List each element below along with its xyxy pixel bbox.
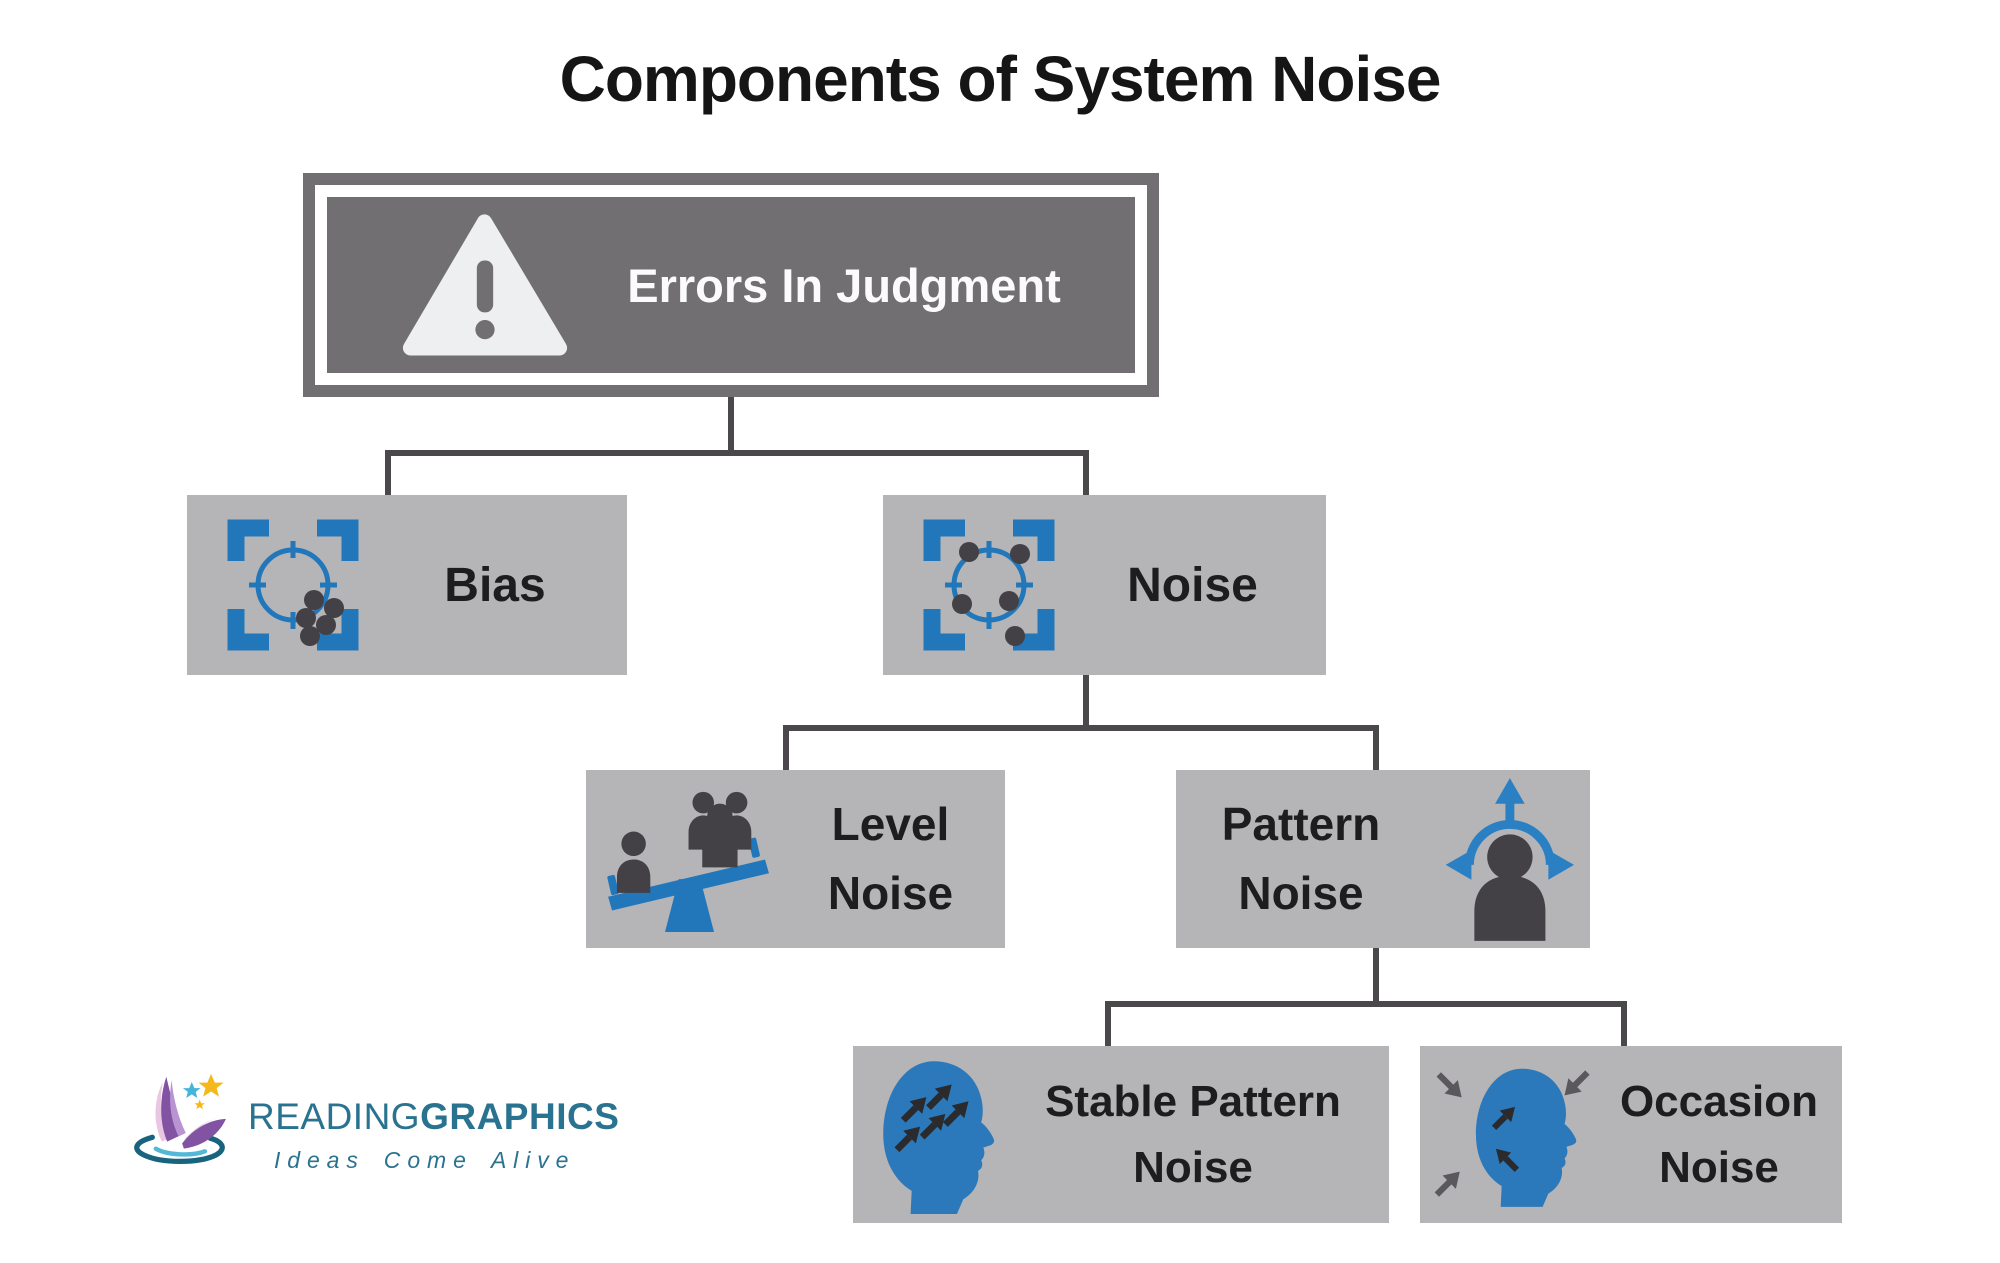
label-line-2: Noise	[1133, 1142, 1253, 1192]
connector-level2-horizontal	[783, 725, 1379, 731]
page-title: Components of System Noise	[559, 43, 1442, 115]
seesaw-people-icon	[607, 791, 769, 933]
node-label-noise: Noise	[1127, 558, 1258, 612]
connector-level1-horizontal	[385, 450, 1089, 456]
label-line-1: Pattern	[1221, 798, 1381, 850]
label-line-2: Noise	[1238, 867, 1364, 919]
connector-level3-horizontal	[1105, 1001, 1627, 1007]
brand-tagline: Ideas Come Alive	[274, 1147, 576, 1173]
node-noise: Noise	[883, 495, 1326, 675]
connector-root-stem	[728, 395, 734, 456]
connector-noise-leg	[1083, 450, 1089, 498]
node-label-level-noise: Level Noise	[776, 790, 1005, 928]
connector-occasion-leg	[1621, 1001, 1627, 1050]
node-label-stable-pattern-noise: Stable Pattern Noise	[997, 1069, 1389, 1201]
node-errors-in-judgment: Errors In Judgment	[303, 173, 1159, 397]
head-parallel-arrows-icon	[883, 1060, 995, 1214]
node-label-pattern-noise: Pattern Noise	[1176, 790, 1426, 928]
connector-noise-stem	[1083, 673, 1089, 731]
label-line-1: Occasion	[1619, 1076, 1819, 1126]
connector-stable-leg	[1105, 1001, 1111, 1050]
connector-level-noise-leg	[783, 725, 789, 775]
brand-part-graphics: GRAPHICS	[420, 1096, 620, 1137]
label-line-1: Stable Pattern	[1045, 1076, 1341, 1126]
connector-bias-leg	[385, 450, 391, 498]
node-label-errors: Errors In Judgment	[627, 258, 1061, 312]
connector-pattern-stem	[1373, 945, 1379, 1007]
node-label-bias: Bias	[444, 558, 546, 612]
logo-text-block: READINGGRAPHICS Ideas Come Alive	[248, 1068, 619, 1174]
warning-triangle-icon	[403, 214, 568, 356]
node-stable-pattern-noise: Stable Pattern Noise	[853, 1046, 1389, 1223]
node-pattern-noise: Pattern Noise	[1176, 770, 1590, 948]
node-level-noise: Level Noise	[586, 770, 1005, 948]
node-label-occasion-noise: Occasion Noise	[1596, 1069, 1842, 1201]
target-offset-dots-icon	[227, 519, 359, 651]
node-occasion-noise: Occasion Noise	[1420, 1046, 1842, 1223]
readinggraphics-logo: READINGGRAPHICS Ideas Come Alive	[126, 1068, 619, 1175]
label-line-2: Noise	[827, 867, 954, 919]
brand-name: READINGGRAPHICS	[248, 1096, 619, 1138]
head-inward-arrows-icon	[1434, 1068, 1590, 1207]
person-multi-direction-arrows-icon	[1445, 777, 1575, 941]
label-line-1: Level	[831, 798, 950, 850]
node-bias: Bias	[187, 495, 627, 675]
target-scattered-dots-icon	[923, 519, 1055, 651]
label-line-2: Noise	[1659, 1142, 1779, 1192]
connector-pattern-noise-leg	[1373, 725, 1379, 775]
readinggraphics-book-stars-logo-icon	[134, 1073, 226, 1164]
brand-part-reading: READING	[248, 1096, 421, 1137]
